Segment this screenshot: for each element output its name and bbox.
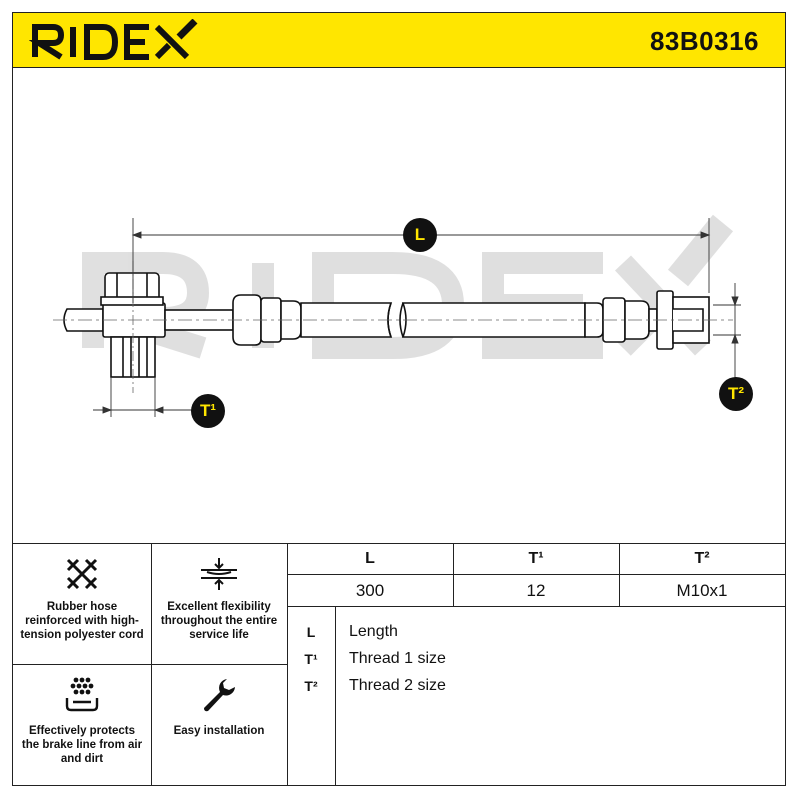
legend-text: Length [349, 623, 398, 640]
feature-protection: Effectively protects the brake line from… [13, 664, 151, 786]
dirt-shield-icon [65, 677, 99, 712]
wrench-icon [204, 679, 235, 712]
spec-header-thread1: T¹ [528, 550, 544, 567]
woven-cord-icon [66, 558, 98, 590]
spec-header-thread2: T² [694, 550, 710, 567]
hose-drawing [53, 214, 741, 417]
spec-value-thread2: M10x1 [676, 581, 728, 600]
legend-text: Thread 1 size [349, 650, 446, 667]
feature-label: Easy installation [173, 725, 265, 737]
feature-installation: Easy installation [151, 664, 287, 786]
thread2-marker: T² [719, 377, 753, 411]
info-panel: Rubber hose reinforced with high-tension… [13, 543, 785, 786]
ridex-logo [29, 19, 198, 60]
legend-key: T² [304, 678, 318, 694]
legend-key: L [306, 624, 316, 640]
flexibility-arrows-icon [201, 558, 237, 590]
legend-key: T¹ [304, 651, 318, 667]
feature-label: Excellent flexibility throughout the ent… [160, 601, 278, 641]
feature-label: Effectively protects the brake line from… [21, 725, 143, 765]
legend-text: Thread 2 size [349, 677, 446, 694]
length-marker: L [403, 218, 437, 252]
feature-flexibility: Excellent flexibility throughout the ent… [151, 544, 287, 664]
thread1-marker: T¹ [191, 394, 225, 428]
header-bar: 83B0316 [13, 13, 785, 68]
spec-header-length: L [365, 550, 375, 567]
spec-value-thread1: 12 [526, 581, 546, 600]
part-number: 83B0316 [649, 26, 759, 56]
product-sheet: 83B0316 [12, 12, 786, 786]
spec-value-length: 300 [355, 581, 385, 600]
feature-cord: Rubber hose reinforced with high-tension… [13, 544, 151, 664]
feature-label: Rubber hose reinforced with high-tension… [20, 601, 144, 641]
